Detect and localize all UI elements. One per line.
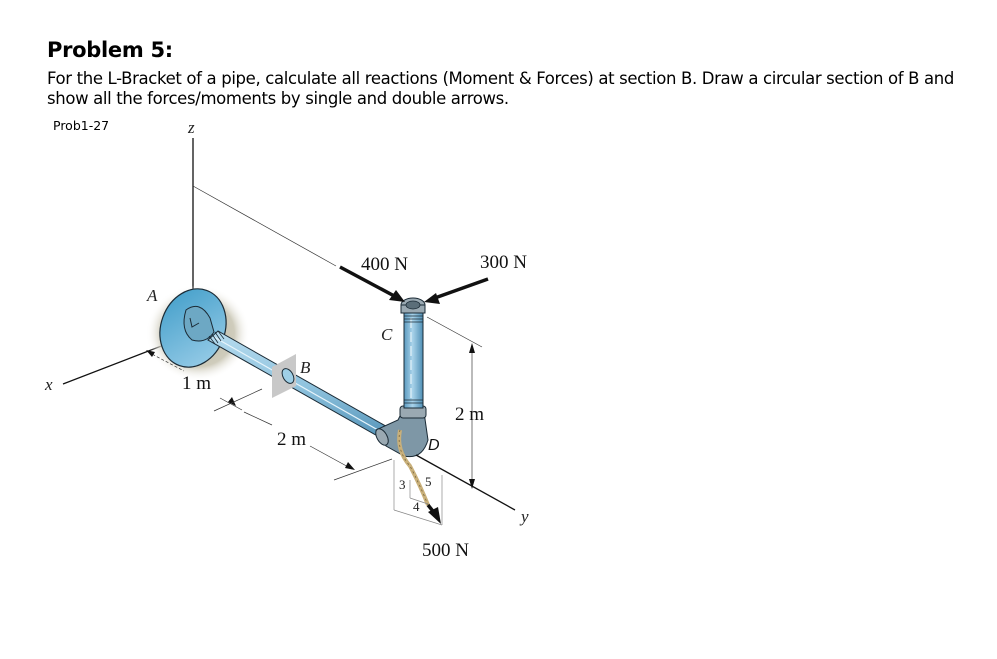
point-d-label: D (428, 437, 440, 454)
slope-hyp-label: 5 (425, 474, 432, 489)
y-axis-label: y (519, 507, 529, 526)
figure-reference: Prob1-27 (53, 118, 110, 133)
slope-triangle: 3 4 5 (393, 460, 443, 526)
dimension-bd-label: 2 m (277, 429, 306, 450)
support-a: A (146, 285, 250, 381)
problem-statement: For the L-Bracket of a pipe, calculate a… (47, 69, 977, 109)
point-b-label: B (300, 358, 311, 377)
x-axis: x (44, 344, 165, 394)
statement-line-1: For the L-Bracket of a pipe, calculate a… (47, 69, 955, 88)
dimension-ab-label: 1 m (182, 373, 211, 394)
y-axis: y D (415, 437, 529, 526)
pipe-horizontal (207, 330, 399, 443)
slope-rise-label: 3 (399, 477, 406, 492)
guide-line (192, 185, 337, 267)
dimension-dc: 2 m (426, 316, 484, 489)
problem-title: Problem 5: (47, 38, 173, 62)
z-axis: z (187, 118, 195, 300)
force-500n-label: 500 N (422, 540, 469, 561)
force-300n-arrow: 300 N (424, 252, 527, 304)
force-500n-arrow: 500 N (397, 429, 469, 561)
z-axis-label: z (187, 118, 195, 137)
force-300n-label: 300 N (480, 252, 527, 273)
force-400n-label: 400 N (361, 254, 408, 275)
section-b-plate: B (272, 354, 311, 398)
slope-run-label: 4 (413, 499, 420, 514)
x-axis-label: x (44, 375, 53, 394)
dimension-ab: 1 m (146, 350, 263, 412)
dimension-bd: 2 m (243, 411, 393, 481)
elbow-fitting (375, 405, 429, 458)
point-a-label: A (146, 286, 158, 305)
dimension-dc-label: 2 m (455, 404, 484, 425)
pipe-vertical: C (381, 297, 426, 409)
point-c-label: C (381, 325, 393, 344)
force-400n-arrow: 400 N (339, 254, 408, 302)
statement-line-2: show all the forces/moments by single an… (47, 89, 509, 108)
